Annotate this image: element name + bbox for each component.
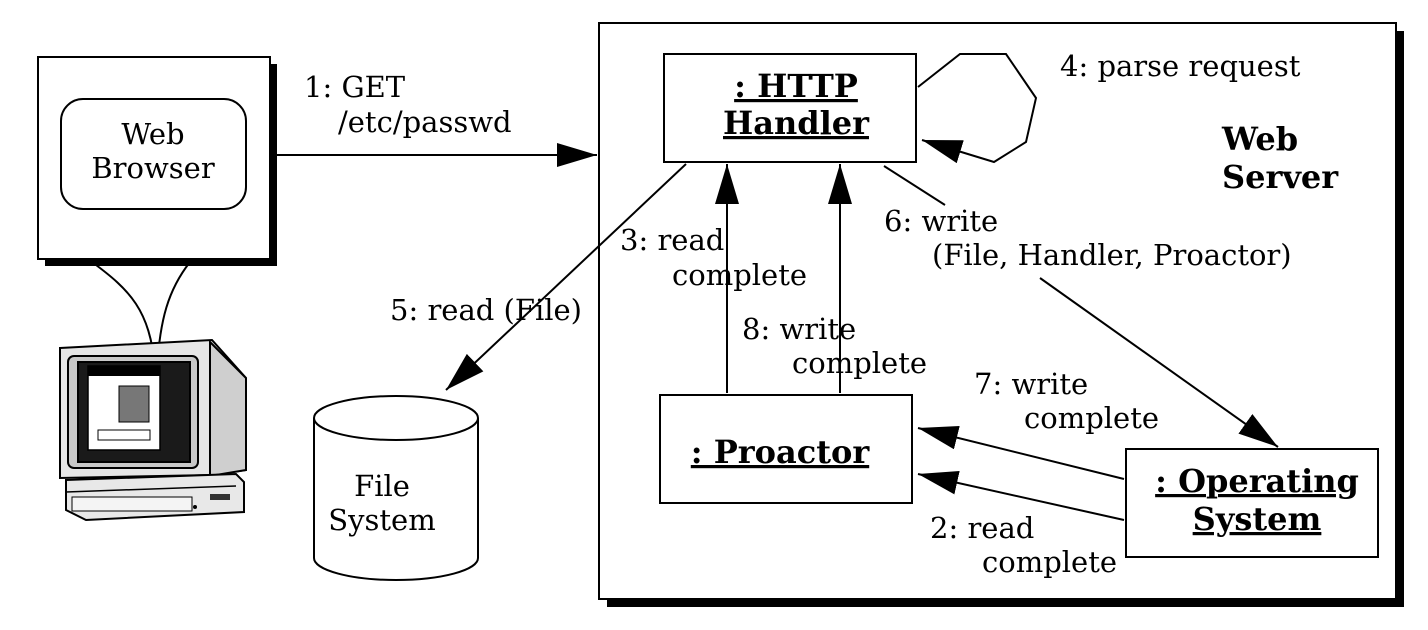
file-system-label-line2: System	[328, 503, 435, 537]
write-complete-8-label-line1: 8: write	[742, 312, 856, 346]
write-label-line1: 6: write	[884, 204, 998, 238]
parse-request-label: 4: parse request	[1060, 49, 1301, 83]
parse-request-loop-arrow	[917, 53, 1038, 164]
write-complete-7-label-line1: 7: write	[974, 367, 1088, 401]
proactor-label: : Proactor	[691, 433, 871, 471]
read-complete-3-label-line1: 3: read	[620, 223, 724, 257]
write-arrow	[883, 165, 1278, 447]
file-system-label-line1: File	[354, 469, 410, 503]
read-complete-2-arrow	[917, 471, 1125, 521]
read-complete-2-label-line2: complete	[982, 545, 1117, 579]
operating-system-box: : Operating System	[1125, 448, 1379, 558]
read-file-arrow	[445, 163, 687, 391]
web-server-title-line1: Web	[1221, 120, 1298, 158]
read-complete-2-label-line1: 2: read	[930, 511, 1034, 545]
write-complete-7-label-line2: complete	[1024, 401, 1159, 435]
operating-system-label-line1: : Operating	[1155, 462, 1359, 500]
http-handler-label-line2: Handler	[723, 104, 870, 142]
http-handler-box: : HTTP Handler	[663, 53, 917, 163]
operating-system-label-line2: System	[1193, 500, 1322, 538]
web-server-title-line2: Server	[1222, 158, 1339, 196]
write-complete-8-label-line2: complete	[792, 346, 927, 380]
http-handler-label-line1: : HTTP	[734, 67, 858, 105]
web-browser-label-line2: Browser	[91, 151, 215, 185]
get-label-line2: /etc/passwd	[338, 105, 512, 139]
read-complete-3-label-line2: complete	[672, 258, 807, 292]
computer-icon	[59, 338, 247, 522]
file-system-cylinder: File System	[313, 395, 479, 581]
proactor-box: : Proactor	[659, 394, 913, 504]
write-label-line2: (File, Handler, Proactor)	[932, 238, 1292, 272]
get-label-line1: 1: GET	[304, 70, 406, 104]
web-browser-box: Web Browser	[37, 56, 277, 266]
read-file-label: 5: read (File)	[390, 293, 582, 327]
web-browser-label-line1: Web	[121, 117, 184, 151]
write-complete-7-arrow	[917, 425, 1125, 480]
